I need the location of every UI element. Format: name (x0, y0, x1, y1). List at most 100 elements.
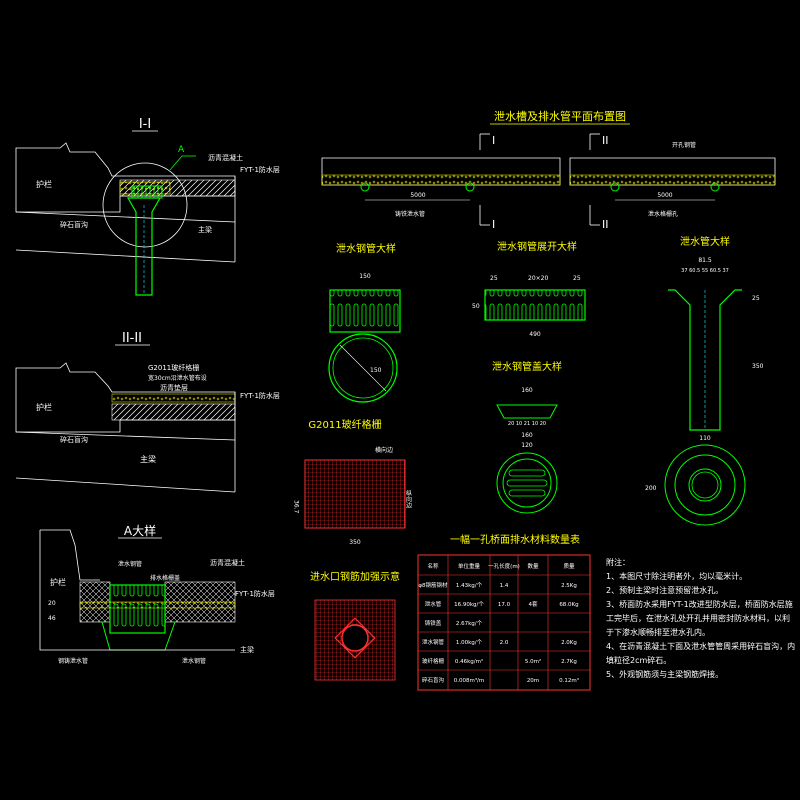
dp-side: 25 (752, 295, 760, 302)
mark-a: A (178, 145, 185, 155)
cv-b1: 160 (521, 432, 533, 439)
section-2-title: II-II (122, 331, 142, 346)
drain-pipe-detail: 泄水管大样 81.5 37 60.5 55 60.5 37 350 110 25… (645, 235, 764, 526)
table-cell: 68.0Kg (559, 602, 578, 608)
table-cell: 0.12m³ (559, 677, 579, 684)
table-cell: 铸铁盖 (425, 619, 442, 627)
pu-d1: 25 (490, 275, 498, 282)
label-fyt: FYT-1防水层 (240, 165, 280, 174)
dp-bot-dim: 200 (645, 485, 657, 492)
label-lqdn: 沥青垫层 (160, 383, 188, 392)
table-header-cell: 一孔长度(m) (488, 562, 520, 570)
table-cell: 泄水管 (425, 600, 442, 608)
plan-view: 泄水槽及排水管平面布置图 I I II II 5000 5000 铸铁泄水管 开… (321, 109, 776, 231)
plan-I-bot: I (492, 218, 495, 231)
plan-lbl-right-top: 开孔钢管 (672, 141, 696, 149)
notes-heading: 附注： (606, 558, 630, 567)
plan-dim-1: 5000 (410, 192, 425, 199)
note-item: 4、在沥青混凝土下面及泄水管管周采用碎石盲沟，内填粒径2cm碎石。 (606, 642, 796, 665)
section-2-2: II-II G2011玻纤格栅 宽30cm沿泄水管布设 沥青垫层 FYT-1防水… (15, 331, 280, 493)
table-cell: φ8钢筋钢材 (418, 581, 448, 589)
plan-lbl-left: 铸铁泄水管 (395, 210, 425, 218)
dA-fyt: FYT-1防水层 (235, 589, 275, 598)
plan-title: 泄水槽及排水管平面布置图 (494, 109, 626, 123)
table-cell: 2.5Kg (561, 583, 577, 589)
label-hulan: 护栏 (36, 179, 52, 189)
dA-lqhnt: 沥青混凝土 (210, 558, 245, 567)
table-cell: 2.7Kg (561, 659, 577, 665)
table-cell: 0.008m³/m (454, 677, 485, 684)
table-header-cell: 单位重量 (458, 562, 481, 570)
dA-cover: 排水格栅盖 (150, 574, 180, 582)
note-item: 2、预制主梁时注意预留泄水孔。 (606, 586, 724, 595)
table-cell: 碎石盲沟 (422, 676, 445, 684)
inlet-rebar: 进水口钢筋加强示意 (310, 570, 400, 681)
dA-pipe: 泄水钢管 (118, 560, 142, 568)
drain-pipe-title: 泄水管大样 (680, 235, 730, 248)
dp-sub: 37 60.5 55 60.5 37 (681, 268, 729, 274)
dp-top: 81.5 (698, 257, 712, 264)
pipe-unfold: 泄水钢管展开大样 25 20×20 25 490 50 (472, 240, 586, 338)
label-suishi: 碎石盲沟 (60, 220, 88, 229)
mesh-h: 36.7 (293, 500, 300, 514)
mesh-w: 350 (349, 539, 361, 546)
cover-detail: 泄水钢管盖大样 160 20 10 21 10 20 160 120 (492, 360, 562, 514)
table-header-cell: 名称 (427, 562, 439, 570)
cover-title: 泄水钢管盖大样 (492, 360, 562, 373)
dA-pipe-bottom: 钢铸泄水管 (58, 657, 88, 665)
pipe-detail: 泄水钢管大样 150 150 (328, 242, 401, 403)
plan-dim-2: 5000 (657, 192, 672, 199)
plan-II-top: II (602, 134, 609, 147)
plan-I-top: I (492, 134, 495, 147)
plan-lbl-right-bot: 泄水格栅孔 (648, 210, 678, 218)
table-cell: 2.0 (500, 640, 509, 646)
label-g2011-sub: 宽30cm沿泄水管布设 (148, 374, 207, 382)
table-header-cell: 质量 (563, 562, 575, 570)
table-cell: 20m (527, 678, 539, 684)
dA-bottom-label: 泄水钢管 (182, 657, 206, 665)
label-suishi2: 碎石盲沟 (60, 435, 88, 444)
table-cell: 0.46kg/m² (455, 658, 483, 665)
detail-a-title: A大样 (124, 523, 156, 538)
table-title: 一幅一孔桥面排水材料数量表 (450, 533, 580, 546)
dA-hulan: 护栏 (50, 577, 66, 587)
cv-mid: 20 10 21 10 20 (508, 421, 546, 427)
section-1-title: I-I (139, 117, 151, 132)
label-fyt2: FYT-1防水层 (240, 391, 280, 400)
dp-h: 350 (752, 363, 764, 370)
dA-dim1: 20 (48, 600, 56, 607)
table-cell: 5.0m² (525, 658, 541, 665)
detail-a: A大样 护栏 沥青混凝土 FYT-1防水层 主梁 排水格栅盖 泄水钢管 钢铸泄水… (39, 523, 275, 665)
table-cell: 2.0Kg (561, 640, 577, 646)
label-zhuliang2: 主梁 (140, 454, 156, 464)
mesh-detail: G2011玻纤格栅 横向边 纵向边 36.7 350 (293, 418, 412, 546)
pd-dim: 150 (359, 273, 371, 280)
section-1-1: I-I 护栏 碎石盲沟 主梁 沥青混凝土 FYT-1防水层 A (15, 117, 280, 296)
notes-block: 附注： 1、本图尺寸除注明者外，均以毫米计。 2、预制主梁时注意预留泄水孔。 3… (606, 556, 796, 682)
table-cell: 1.00kg/个 (456, 639, 483, 646)
label-zhuliang: 主梁 (198, 225, 212, 234)
mesh-side: 纵向边 (405, 490, 412, 509)
pu-d3: 25 (573, 275, 581, 282)
table-cell: 泄水钢管 (422, 638, 445, 646)
pd-ring: 150 (370, 367, 382, 374)
pipe-unfold-title: 泄水钢管展开大样 (497, 240, 577, 253)
label-lqhnt: 沥青混凝土 (208, 153, 243, 162)
pu-d2: 20×20 (528, 275, 548, 282)
pipe-detail-title: 泄水钢管大样 (336, 242, 396, 255)
mesh-label: 横向边 (375, 446, 393, 454)
pu-h: 50 (472, 303, 480, 310)
label-hulan2: 护栏 (36, 402, 52, 412)
table-cell: 2.67kg/个 (456, 620, 483, 627)
table-header-cell: 数量 (527, 562, 539, 570)
plan-II-bot: II (602, 218, 609, 231)
table-cell: 17.0 (498, 602, 511, 608)
mesh-title: G2011玻纤格栅 (308, 418, 381, 431)
table-cell: 4套 (529, 600, 538, 608)
pu-total: 490 (529, 331, 541, 338)
cv-b2: 120 (521, 442, 533, 449)
table-cell: 16.90kg/个 (454, 601, 484, 608)
note-item: 3、桥面防水采用FYT-1改进型防水层，桥面防水层施工完毕后，在泄水孔处开孔并用… (606, 600, 793, 637)
